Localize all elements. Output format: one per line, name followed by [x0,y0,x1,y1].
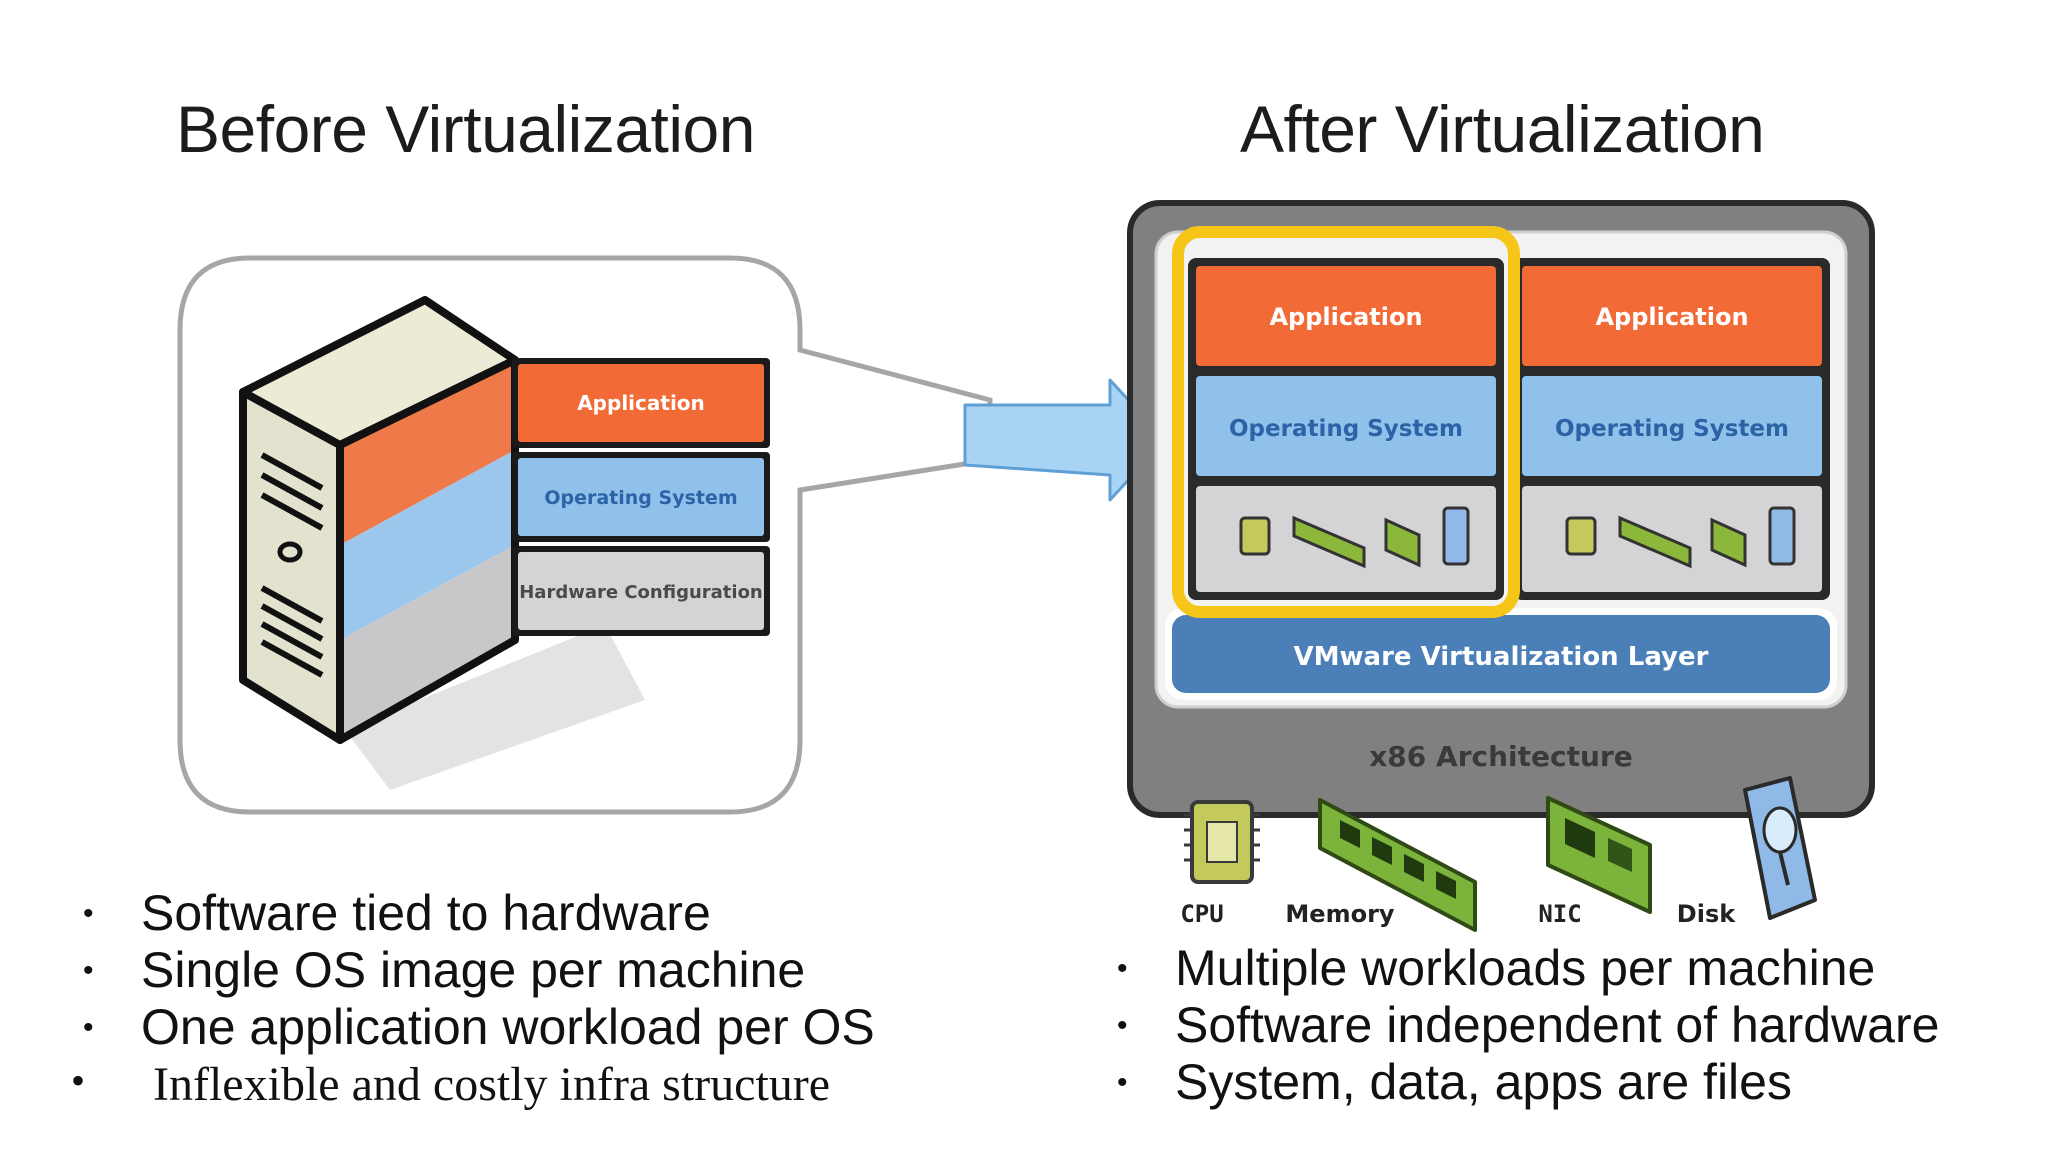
before-hardware-label: Hardware Configuration [519,582,763,603]
before-heading: Before Virtualization [176,92,755,166]
before-bullet-item: •Inflexible and costly infra structure [71,1056,875,1113]
before-bullet-item: •Software tied to hardware [83,885,711,941]
vm2-virtual-hardware-icons [1565,506,1796,569]
before-os-block [518,458,764,536]
vm1-application-block [1196,266,1496,366]
bullet-dot-icon: • [1117,1066,1128,1099]
virtual-machine-2: Application Operating System [1514,258,1830,600]
after-bullet-list: •Multiple workloads per machine •Softwar… [1117,940,1940,1111]
vm1-application-label: Application [1269,303,1422,331]
vm1-disk-icon [1442,506,1470,566]
vm1-os-block [1196,376,1496,476]
vm2-disk-icon [1768,506,1796,566]
vm1-os-label: Operating System [1229,416,1463,442]
server-side-os [340,450,515,640]
before-os-label: Operating System [544,487,737,509]
vm1-cpu-icon [1239,516,1271,556]
vm1-nic-icon [1384,517,1421,568]
bullet-dot-icon: • [1117,952,1128,985]
vm2-nic-icon [1710,517,1747,568]
disk-drive-icon [1743,776,1817,920]
vm2-cpu-icon [1565,516,1597,556]
after-bullet-item: •Software independent of hardware [1117,997,1940,1053]
before-bullet-item: •One application workload per OS [83,999,875,1055]
after-bullet-item: •System, data, apps are files [1117,1054,1792,1110]
cpu-chip-icon [1184,800,1260,884]
server-front-vents [260,452,324,678]
memory-label: Memory [1285,900,1394,928]
bullet-dot-icon: • [83,897,94,930]
before-stack: Application Operating System Hardware Co… [512,358,770,636]
vm1-virtual-hardware-icons [1239,506,1470,569]
bullet-dot-icon: • [83,1011,94,1044]
before-application-block [518,364,764,442]
vm2-application-block [1522,266,1822,366]
cpu-label: CPU [1180,900,1223,928]
server-front-face [239,388,344,744]
before-hardware-block [518,552,764,630]
server-shadow [345,625,645,790]
after-bullet-item: •Multiple workloads per machine [1117,940,1876,996]
vm2-os-label: Operating System [1555,416,1789,442]
memory-module-icon [1318,798,1477,932]
vm2-memory-icon [1618,515,1692,569]
physical-hardware: CPU Memory NIC Disk [1180,776,1817,932]
x86-architecture-label: x86 Architecture [1369,740,1632,773]
before-bullet-item: •Single OS image per machine [83,942,806,998]
after-heading: After Virtualization [1240,92,1765,166]
bullet-dot-icon: • [71,1058,86,1103]
bullet-dot-icon: • [83,954,94,987]
vm2-os-block [1522,376,1822,476]
server-power-button [277,541,303,563]
nic-label: NIC [1538,900,1581,928]
vm1-highlight-frame [1172,226,1520,618]
before-bullet-list: •Software tied to hardware •Single OS im… [71,885,875,1113]
bullet-dot-icon: • [1117,1009,1128,1042]
nic-card-icon [1546,796,1652,914]
virtualization-layer: VMware Virtualization Layer [1165,608,1837,700]
virtual-machine-1: Application Operating System [1172,226,1520,618]
server-side-application [340,360,515,545]
vm2-application-label: Application [1595,303,1748,331]
vm1-memory-icon [1292,515,1366,569]
server-side-hardware [340,545,515,740]
virtualization-layer-label: VMware Virtualization Layer [1294,642,1709,672]
disk-label: Disk [1677,900,1736,928]
before-application-label: Application [577,391,705,415]
